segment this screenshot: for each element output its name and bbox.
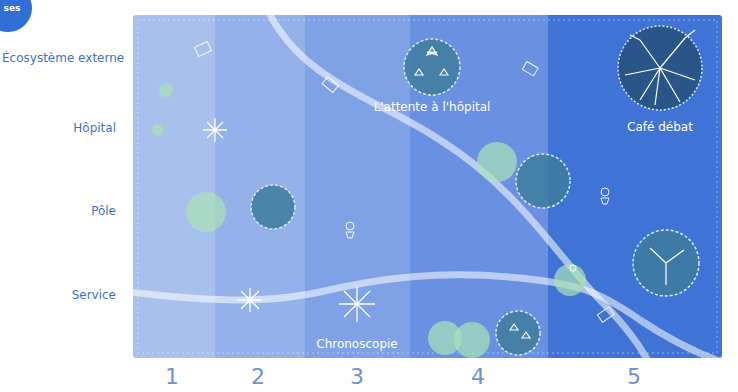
row-label: Hôpital <box>73 121 116 135</box>
path-curve <box>133 275 722 358</box>
row-label: Pôle <box>91 204 116 218</box>
band <box>215 15 305 358</box>
column-number: 4 <box>471 364 485 390</box>
area-title: Café débat <box>627 120 693 134</box>
badge <box>0 0 32 32</box>
row-label: Écosystème externe <box>2 51 124 65</box>
band <box>305 15 410 358</box>
band <box>548 15 722 358</box>
star-icons <box>203 118 375 322</box>
tree-icons <box>251 26 702 355</box>
small-icons <box>195 42 614 323</box>
column-number: 3 <box>350 364 364 390</box>
column-number: 5 <box>627 364 641 390</box>
area-title: L'attente à l'hôpital <box>374 100 491 114</box>
column-number: 1 <box>165 364 179 390</box>
tree-branches <box>415 30 695 338</box>
area-title: Chronoscopie <box>316 337 397 351</box>
badge-text: ses <box>4 3 21 14</box>
path-curve <box>268 15 650 358</box>
row-label: Service <box>72 288 116 302</box>
green-circles <box>152 83 586 358</box>
column-number: 2 <box>251 364 265 390</box>
band <box>133 15 215 358</box>
